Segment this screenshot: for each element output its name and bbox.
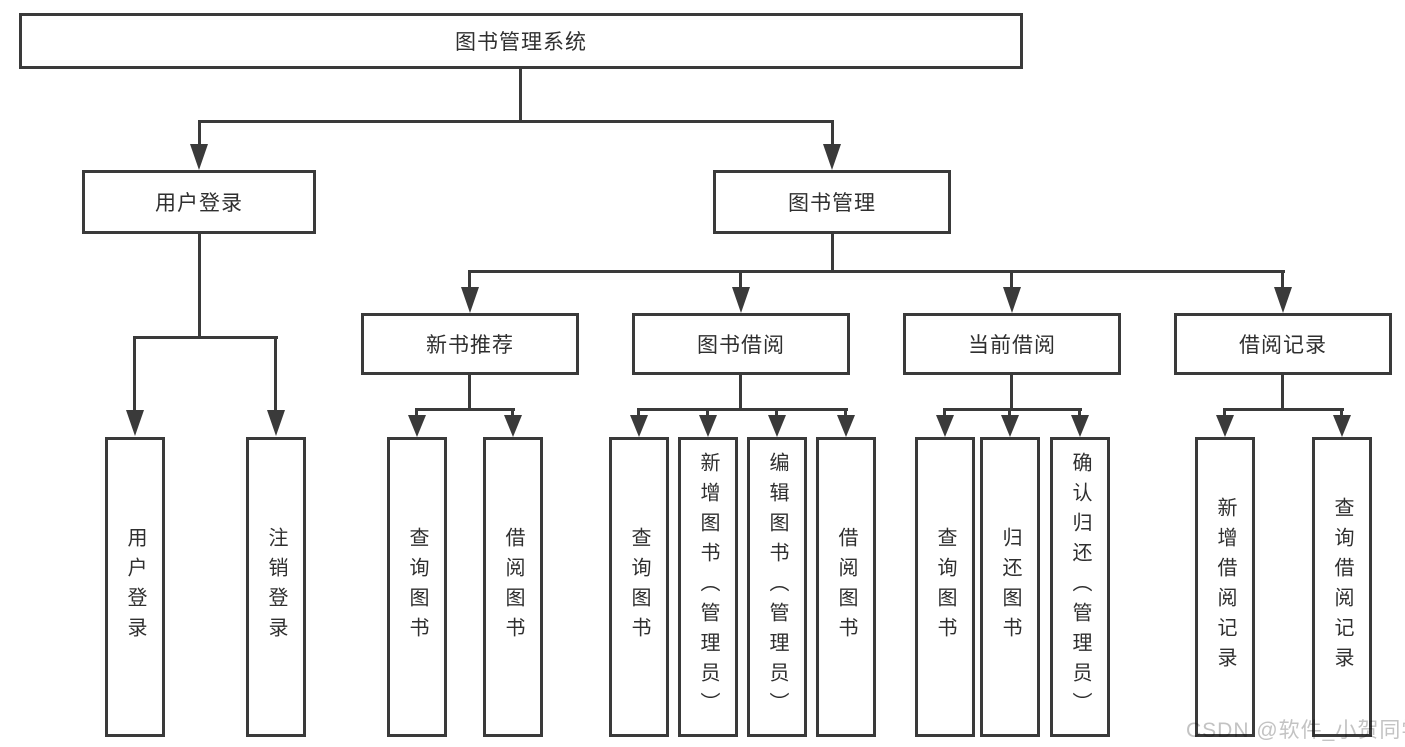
node-user-login: 用户登录 [82,170,316,234]
arrow-down-icon [1216,415,1234,437]
leaf-user-login: 用户登录 [105,437,165,737]
arrow-down-icon [1333,415,1351,437]
arrow-down-icon [837,415,855,437]
arrow-down-icon [504,415,522,437]
leaf-label: 新增借阅记录 [1214,497,1236,677]
connector-stem [1223,408,1226,416]
leaf-label: 归还图书 [999,527,1021,647]
leaf-query-books: 查询图书 [387,437,447,737]
connector-stem [511,408,514,416]
connector-hline [198,120,834,123]
connector-hline [415,408,515,411]
leaf-label: 借阅图书 [835,527,857,647]
connector-hline [637,408,848,411]
arrow-down-icon [408,415,426,437]
leaf-return-books: 归还图书 [980,437,1040,737]
connector-stem [943,408,946,416]
leaf-label: 借阅图书 [502,527,524,647]
connector-stem [1010,270,1013,288]
leaf-label: 编辑图书（管理员） [766,452,788,722]
arrow-down-icon [1274,287,1292,313]
arrow-down-icon [823,144,841,170]
connector-hline [1223,408,1344,411]
connector-vline [198,234,201,338]
connector-stem [739,270,742,288]
node-label: 用户登录 [155,192,243,215]
connector-vline [468,375,471,409]
connector-stem [1008,408,1011,416]
leaf-label: 确认归还（管理员） [1069,452,1091,722]
connector-vline [1281,375,1284,409]
connector-stem [198,120,201,146]
leaf-confirm-return-admin: 确认归还（管理员） [1050,437,1110,737]
node-borrowing-records: 借阅记录 [1174,313,1392,375]
leaf-borrow-books: 借阅图书 [816,437,876,737]
connector-stem [1340,408,1343,416]
connector-stem [637,408,640,416]
leaf-add-books-admin: 新增图书（管理员） [678,437,738,737]
connector-stem [274,336,277,412]
node-library-system: 图书管理系统 [19,13,1023,69]
connector-stem [468,270,471,288]
node-new-book-recommendation: 新书推荐 [361,313,579,375]
leaf-borrow-books: 借阅图书 [483,437,543,737]
leaf-label: 查询图书 [934,527,956,647]
leaf-label: 用户登录 [124,527,146,647]
arrow-down-icon [190,144,208,170]
connector-stem [706,408,709,416]
leaf-logout-login: 注销登录 [246,437,306,737]
connector-vline [1010,375,1013,409]
connector-stem [831,120,834,146]
node-book-management: 图书管理 [713,170,951,234]
connector-vline [831,234,834,272]
connector-stem [775,408,778,416]
connector-stem [1281,270,1284,288]
arrow-down-icon [126,410,144,436]
leaf-label: 注销登录 [265,527,287,647]
connector-stem [1078,408,1081,416]
connector-hline [468,270,1285,273]
arrow-down-icon [768,415,786,437]
leaf-label: 查询图书 [628,527,650,647]
leaf-add-borrow-record: 新增借阅记录 [1195,437,1255,737]
connector-stem [415,408,418,416]
connector-hline [133,336,278,339]
csdn-watermark: CSDN @软件_小贺同学 [1186,719,1405,742]
arrow-down-icon [267,410,285,436]
node-label: 图书管理系统 [455,31,587,54]
arrow-down-icon [936,415,954,437]
leaf-query-books: 查询图书 [609,437,669,737]
arrow-down-icon [1001,415,1019,437]
leaf-query-borrow-record: 查询借阅记录 [1312,437,1372,737]
node-label: 新书推荐 [426,334,514,357]
node-current-borrowing: 当前借阅 [903,313,1121,375]
leaf-label: 查询图书 [406,527,428,647]
arrow-down-icon [1003,287,1021,313]
arrow-down-icon [630,415,648,437]
node-book-borrowing: 图书借阅 [632,313,850,375]
node-label: 当前借阅 [968,334,1056,357]
arrow-down-icon [732,287,750,313]
connector-stem [133,336,136,412]
arrow-down-icon [699,415,717,437]
connector-vline [739,375,742,409]
arrow-down-icon [461,287,479,313]
leaf-label: 查询借阅记录 [1331,497,1353,677]
connector-stem [844,408,847,416]
node-label: 图书管理 [788,192,876,215]
leaf-query-books: 查询图书 [915,437,975,737]
connector-hline [943,408,1082,411]
node-label: 图书借阅 [697,334,785,357]
arrow-down-icon [1071,415,1089,437]
leaf-label: 新增图书（管理员） [697,452,719,722]
connector-vline [519,69,522,122]
node-label: 借阅记录 [1239,334,1327,357]
leaf-edit-books-admin: 编辑图书（管理员） [747,437,807,737]
